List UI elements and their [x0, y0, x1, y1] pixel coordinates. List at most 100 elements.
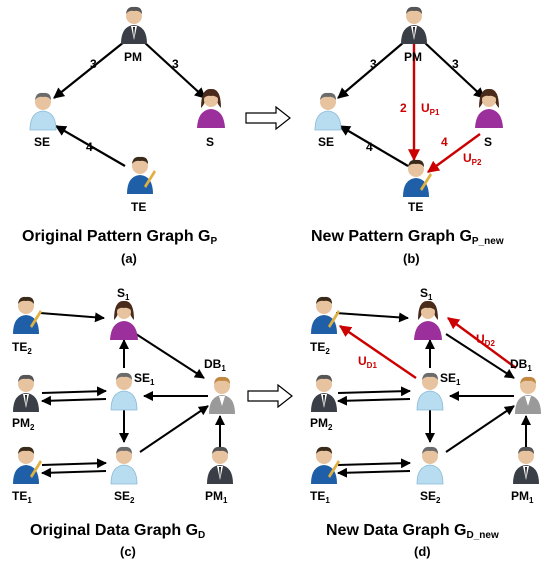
caption-d: New Data Graph GD_new — [326, 522, 499, 541]
developer-icon — [209, 376, 235, 414]
edge-label-pm-s: 3 — [172, 57, 179, 71]
manager-icon — [121, 6, 147, 44]
manager-icon — [13, 374, 39, 412]
node-se: SE — [29, 92, 57, 149]
node-pm2: PM2 — [12, 374, 39, 432]
node-pm: PM — [121, 6, 147, 64]
letter-d: (d) — [414, 544, 431, 559]
edge-te-se-b — [339, 125, 409, 167]
node-s1: S1 — [110, 286, 138, 340]
node-te2-d: TE2 — [310, 296, 340, 356]
caption-c: Original Data Graph GD — [30, 522, 205, 541]
manager-icon — [207, 446, 233, 484]
panel-b: 3 3 4 2 4 UP1 UP2 PM SE S TE New Pattern… — [311, 6, 504, 266]
edge-pm2-se1 — [41, 386, 107, 397]
node-pm2-d: PM2 — [310, 374, 337, 432]
edge-db1-s1-update — [447, 317, 517, 369]
edge-label-te-se: 4 — [86, 140, 93, 154]
edge-s-te-update — [427, 133, 481, 173]
panel-d: UD1 UD2 S1 TE2 DB1 SE1 PM2 TE1 SE2 — [310, 286, 541, 559]
node-label-te: TE — [131, 200, 146, 214]
letter-c: (c) — [120, 544, 136, 559]
node-se1-d: SE1 — [416, 371, 461, 411]
edge-te2-s1-d — [335, 312, 409, 323]
tester-icon — [13, 446, 42, 484]
tester-icon — [311, 296, 340, 334]
node-label-pm-b: PM — [404, 50, 422, 64]
node-label-pm2: PM2 — [12, 416, 35, 432]
node-label-s: S — [206, 135, 214, 149]
node-label-te1-d: TE1 — [310, 489, 330, 505]
manager-icon — [311, 374, 337, 412]
panel-b-edges — [337, 41, 485, 173]
tester-icon — [127, 156, 156, 194]
edge-se2-db1 — [139, 405, 209, 453]
node-label-pm: PM — [124, 50, 142, 64]
edge-se2-te1 — [41, 467, 107, 478]
edge-te1-se2 — [41, 458, 107, 469]
edge-te2-s1 — [39, 312, 105, 323]
edge-te1-se2-d — [337, 458, 411, 469]
node-label-te2: TE2 — [12, 340, 32, 356]
letter-b: (b) — [403, 251, 420, 266]
panel-c-edges — [39, 312, 225, 478]
node-te: TE — [127, 156, 156, 214]
node-se-b: SE — [314, 92, 342, 149]
edge-se1-pm2-d — [337, 395, 411, 406]
node-pm1: PM1 — [205, 446, 233, 505]
node-se1: SE1 — [110, 371, 155, 411]
edge-label-pm-se-b: 3 — [370, 57, 377, 71]
edge-pm-s-b — [423, 41, 485, 99]
edge-s1-db1-d — [445, 333, 515, 379]
edge-label-te-se-b: 4 — [366, 140, 373, 154]
engineer-icon — [314, 92, 342, 131]
engineer-icon — [110, 446, 138, 485]
node-label-db1: DB1 — [204, 357, 226, 373]
caption-b: New Pattern Graph GP_new — [311, 228, 504, 247]
node-se2-d: SE2 — [416, 446, 444, 505]
node-s-b: S — [475, 88, 503, 149]
letter-a: (a) — [121, 251, 137, 266]
update-label-up1: UP1 — [421, 101, 440, 117]
manager-icon — [513, 446, 539, 484]
node-pm-b: PM — [401, 6, 427, 64]
node-se2: SE2 — [110, 446, 138, 505]
caption-a: Original Pattern Graph GP — [22, 228, 217, 247]
developer-icon — [515, 376, 541, 414]
node-s1-d: S1 — [414, 286, 442, 340]
node-label-te-b: TE — [408, 200, 423, 214]
node-te2: TE2 — [12, 296, 42, 356]
node-label-te1: TE1 — [12, 489, 32, 505]
node-te-b: TE — [403, 159, 432, 214]
panel-a: 3 3 4 PM SE S TE Original Pattern Graph … — [22, 6, 225, 266]
update-label-up2: UP2 — [463, 151, 482, 167]
update-label-ud1: UD1 — [358, 354, 377, 370]
node-label-s-b: S — [484, 135, 492, 149]
node-label-db1-d: DB1 — [510, 357, 532, 373]
edge-label-pm-se: 3 — [90, 57, 97, 71]
node-label-se2: SE2 — [114, 489, 135, 505]
edge-te-se — [55, 125, 126, 167]
manager-icon — [401, 6, 427, 44]
edge-s1-db1 — [135, 333, 205, 379]
seller-icon — [414, 300, 442, 340]
node-label-se1: SE1 — [134, 371, 155, 387]
node-label-pm2-d: PM2 — [310, 416, 333, 432]
edge-label-pm-te: 2 — [400, 101, 407, 115]
node-label-se2-d: SE2 — [420, 489, 441, 505]
node-db1: DB1 — [204, 357, 235, 414]
node-label-te2-d: TE2 — [310, 340, 330, 356]
seller-icon — [110, 300, 138, 340]
node-label-se1-d: SE1 — [440, 371, 461, 387]
node-label-pm1: PM1 — [205, 489, 228, 505]
edge-pm-s — [143, 41, 206, 99]
update-label-ud2: UD2 — [476, 332, 495, 348]
edge-pm-se-b — [337, 41, 405, 99]
tester-icon — [311, 446, 340, 484]
panel-d-edges — [335, 312, 531, 478]
edge-se1-te2-update — [339, 325, 417, 379]
node-label-se: SE — [34, 135, 50, 149]
node-label-s1-d: S1 — [420, 286, 433, 302]
node-label-se-b: SE — [318, 135, 334, 149]
